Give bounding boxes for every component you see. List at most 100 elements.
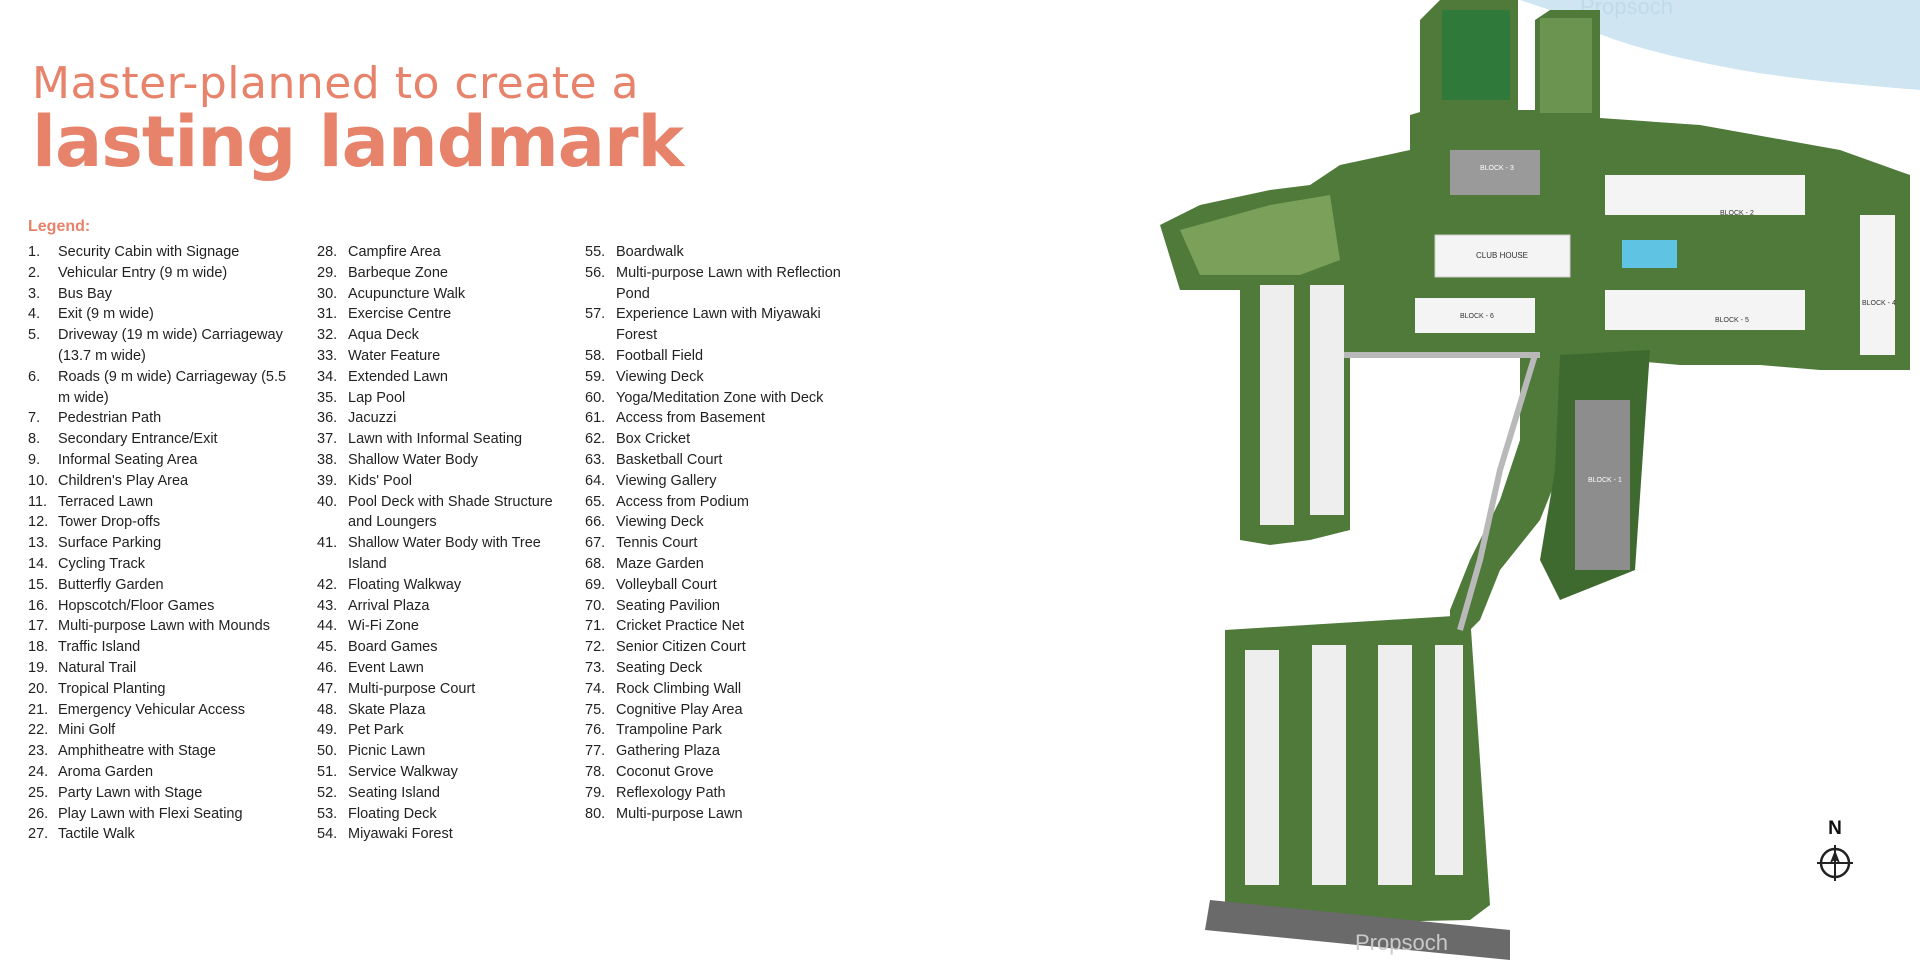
legend-item-text: Viewing Deck (616, 368, 704, 385)
block-3-building (1450, 150, 1540, 195)
legend-item: 65.Access from Podium (585, 492, 850, 513)
legend-item-number: 10. (28, 472, 49, 489)
legend-item-text: Amphitheatre with Stage (58, 743, 216, 760)
north-compass: N (1810, 818, 1860, 882)
legend-item-number: 35. (317, 389, 338, 406)
title-line-2: lasting landmark (32, 101, 684, 183)
legend-item-number: 75. (585, 701, 606, 718)
legend-item-number: 47. (317, 680, 338, 697)
legend-item: 18.Traffic Island (28, 637, 298, 658)
legend-item: 6.Roads (9 m wide) Carriageway (5.5 m wi… (28, 367, 298, 409)
title-line-1: Master-planned to create a (32, 58, 639, 109)
legend-item-number: 78. (585, 763, 606, 780)
legend-item: 77.Gathering Plaza (585, 741, 850, 762)
legend-item-text: Coconut Grove (616, 763, 714, 780)
legend-item: 72.Senior Citizen Court (585, 637, 850, 658)
legend-item: 26.Play Lawn with Flexi Seating (28, 804, 298, 825)
legend-item-number: 2. (28, 264, 41, 281)
legend-item-number: 50. (317, 743, 338, 760)
block-6-building (1415, 298, 1535, 333)
block-4-label: BLOCK - 4 (1862, 300, 1896, 307)
legend-item: 1.Security Cabin with Signage (28, 242, 298, 263)
legend-item-number: 25. (28, 784, 49, 801)
legend-item-text: Extended Lawn (348, 368, 448, 385)
legend-item: 44.Wi-Fi Zone (317, 616, 562, 637)
legend-item: 66.Viewing Deck (585, 512, 850, 533)
legend-item-number: 69. (585, 576, 606, 593)
legend-item-number: 39. (317, 472, 338, 489)
legend-item-text: Kids' Pool (348, 472, 413, 489)
legend-item-text: Terraced Lawn (58, 493, 154, 510)
legend-item-number: 38. (317, 451, 338, 468)
legend-item-number: 9. (28, 451, 41, 468)
legend-item-text: Seating Island (348, 784, 440, 801)
legend-item-number: 30. (317, 285, 338, 302)
legend-item-number: 18. (28, 639, 49, 656)
legend-item-number: 45. (317, 639, 338, 656)
legend-item: 17.Multi-purpose Lawn with Mounds (28, 616, 298, 637)
legend-item-text: Miyawaki Forest (348, 826, 453, 843)
legend-item: 43.Arrival Plaza (317, 596, 562, 617)
legend-item: 69. Volleyball Court (585, 575, 850, 596)
legend-item-text: Natural Trail (58, 659, 137, 676)
legend-item-text: Experience Lawn with Miyawaki Forest (616, 306, 821, 344)
legend-item-number: 77. (585, 743, 606, 760)
legend-heading: Legend: (28, 218, 91, 235)
legend-item: 3.Bus Bay (28, 284, 298, 305)
legend-item: 41.Shallow Water Body with Tree Island (317, 533, 562, 575)
legend-item-number: 48. (317, 701, 338, 718)
legend-item-number: 8. (28, 431, 41, 448)
legend-item-number: 41. (317, 535, 338, 552)
legend-item-text: Viewing Gallery (616, 472, 717, 489)
football-field (1442, 10, 1510, 100)
legend-item: 59.Viewing Deck (585, 367, 850, 388)
legend-item: 78. Coconut Grove (585, 762, 850, 783)
legend-item-text: Access from Podium (616, 493, 749, 510)
legend-item-number: 67. (585, 535, 606, 552)
legend-item-number: 52. (317, 784, 338, 801)
legend-item-text: Picnic Lawn (348, 743, 426, 760)
legend-item: 45.Board Games (317, 637, 562, 658)
legend-item: 16.Hopscotch/Floor Games (28, 596, 298, 617)
legend-item: 50. Picnic Lawn (317, 741, 562, 762)
legend-item: 20.Tropical Planting (28, 679, 298, 700)
legend-item-text: Tennis Court (616, 535, 698, 552)
legend-item-number: 37. (317, 431, 338, 448)
legend-item-number: 27. (28, 826, 49, 843)
legend-item-number: 6. (28, 368, 41, 385)
club-house-label: CLUB HOUSE (1476, 251, 1528, 260)
villa-row (1435, 645, 1463, 875)
legend-item-text: Security Cabin with Signage (58, 244, 240, 260)
legend-item-text: Box Cricket (616, 431, 691, 448)
legend-item: 46.Event Lawn (317, 658, 562, 679)
legend-item: 57.Experience Lawn with Miyawaki Forest (585, 304, 850, 346)
legend-item-number: 23. (28, 743, 49, 760)
legend-item: 23. Amphitheatre with Stage (28, 741, 298, 762)
compass-icon (1817, 845, 1853, 881)
legend-item-number: 62. (585, 431, 606, 448)
legend-item: 73.Seating Deck (585, 658, 850, 679)
legend-item-text: Service Walkway (348, 763, 458, 780)
legend-item: 8.Secondary Entrance/Exit (28, 429, 298, 450)
legend-item-number: 43. (317, 597, 338, 614)
legend-item: 37.Lawn with Informal Seating (317, 429, 562, 450)
legend-item: 5.Driveway (19 m wide) Carriageway (13.7… (28, 325, 298, 367)
legend-item: 36.Jacuzzi (317, 408, 562, 429)
legend-item-text: Maze Garden (616, 555, 704, 572)
legend-item: 62. Box Cricket (585, 429, 850, 450)
legend-item-text: Yoga/Meditation Zone with Deck (616, 389, 824, 406)
north-strip (1540, 18, 1592, 113)
legend-item-text: Volleyball Court (616, 576, 717, 593)
legend-item: 34.Extended Lawn (317, 367, 562, 388)
legend-item: 58.Football Field (585, 346, 850, 367)
block-6-label: BLOCK - 6 (1460, 313, 1494, 320)
legend-item: 76.Trampoline Park (585, 720, 850, 741)
legend-item-text: Hopscotch/Floor Games (58, 597, 215, 614)
legend-item-text: Pedestrian Path (58, 410, 162, 427)
legend-item: 39. Kids' Pool (317, 471, 562, 492)
legend-item: 28.Campfire Area (317, 242, 562, 263)
legend-item: 71.Cricket Practice Net (585, 616, 850, 637)
legend-item: 49.Pet Park (317, 720, 562, 741)
